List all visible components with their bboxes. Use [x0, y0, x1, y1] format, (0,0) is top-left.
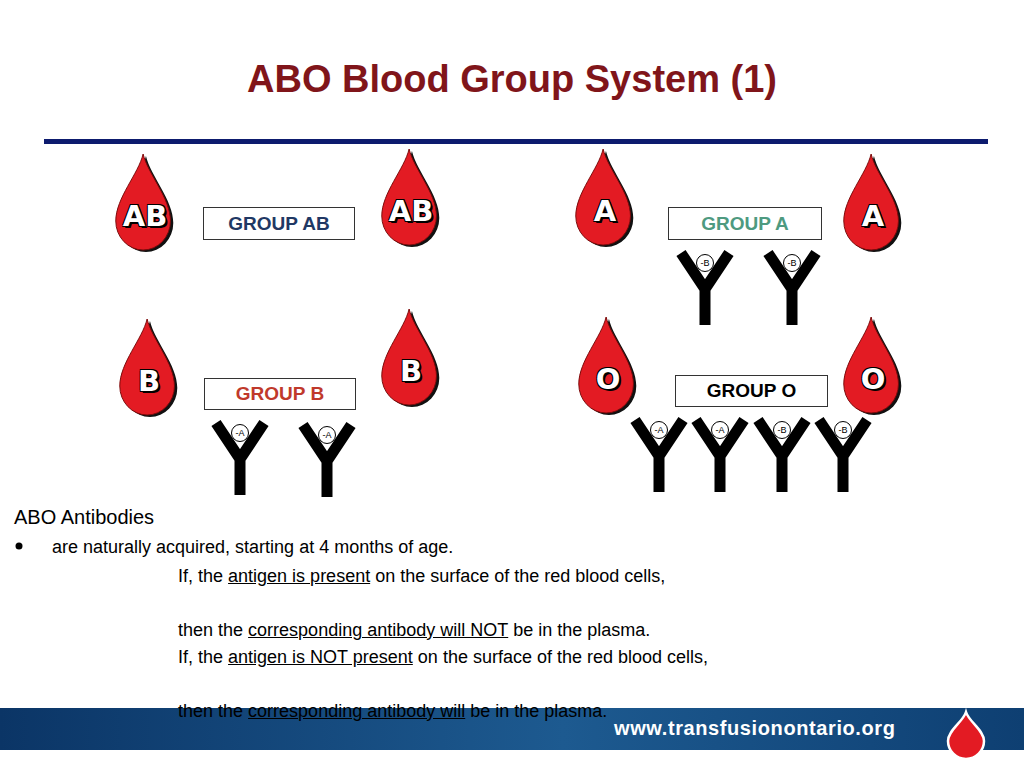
node-text: B [116, 364, 182, 398]
antibody-y [696, 420, 744, 492]
group-box: GROUP B [204, 378, 356, 410]
text-line: If, theantigen is NOT presenton the surf… [178, 647, 713, 668]
node-text: GROUP B [236, 383, 324, 405]
antibody-circle: -B [696, 254, 714, 272]
note-text: ABO Antibodies [14, 506, 154, 528]
antibody-circle: -A [318, 426, 336, 444]
node-text: -B [788, 258, 797, 268]
note-text: are naturally acquired, starting at 4 mo… [52, 537, 453, 557]
node-text: B [378, 354, 444, 388]
antibody-symbols [216, 253, 867, 497]
text-line: ABO Antibodies [14, 506, 160, 529]
node-text: www.transfusionontario.org [614, 717, 896, 740]
node-text: GROUP A [701, 213, 789, 235]
node-text: A [840, 199, 906, 233]
text-line: If, theantigen is presenton the surface … [178, 566, 670, 587]
antibody-circle: -A [650, 421, 668, 439]
antibody-y [216, 423, 264, 495]
node-text: -A [716, 425, 725, 435]
node-text: -A [655, 425, 664, 435]
node-text: -B [778, 425, 787, 435]
node-text: O [840, 362, 906, 396]
node-text: GROUP O [707, 380, 796, 402]
antibody-y [681, 253, 729, 325]
antibody-y [758, 420, 806, 492]
text-line: are naturally acquired, starting at 4 mo… [52, 537, 458, 558]
text-line: then thecorresponding antibody will NOTb… [178, 620, 655, 641]
note-text: on the surface of the red blood cells, [418, 647, 708, 667]
blood-drop: B [378, 307, 444, 409]
note-text: then the [178, 620, 243, 640]
blood-drop: A [840, 152, 906, 254]
blood-drop: O [840, 315, 906, 417]
antibody-y [819, 420, 867, 492]
node-text: O [575, 362, 641, 396]
antibody-y [635, 420, 683, 492]
bullet-dot [16, 543, 23, 550]
node-text: -A [236, 428, 245, 438]
title-rule [44, 139, 988, 144]
antibody-circle: -A [711, 421, 729, 439]
note-text: be in the plasma. [470, 701, 607, 721]
group-box: GROUP A [668, 207, 822, 240]
note-text: be in the plasma. [513, 620, 650, 640]
note-text: antigen is NOT present [228, 647, 413, 667]
blood-drop: B [116, 317, 182, 419]
antibody-y [303, 425, 351, 497]
blood-drop: O [575, 315, 641, 417]
antibody-circle: -B [773, 421, 791, 439]
group-box: GROUP AB [203, 207, 355, 240]
antibody-circle: -B [783, 254, 801, 272]
note-text: corresponding antibody will NOT [248, 620, 508, 640]
antibody-circle: -A [231, 424, 249, 442]
note-text: on the surface of the red blood cells, [375, 566, 665, 586]
note-text: corresponding antibody will [248, 701, 465, 721]
node-text: AB [378, 194, 444, 228]
node-text: AB [112, 199, 178, 233]
blood-drop: AB [112, 152, 178, 254]
blood-drop: AB [378, 147, 444, 249]
diagram-title: ABO Blood Group System (1) [0, 58, 1024, 101]
node-text: -B [839, 425, 848, 435]
node-text: -B [701, 258, 710, 268]
blood-drop: A [572, 147, 638, 249]
text-line: then thecorresponding antibody willbe in… [178, 701, 612, 722]
antibody-y [768, 253, 816, 325]
node-text: A [572, 194, 638, 228]
note-text: If, the [178, 566, 223, 586]
group-box: GROUP O [675, 375, 828, 407]
antibody-circle: -B [834, 421, 852, 439]
node-text: GROUP AB [228, 213, 329, 235]
note-text: If, the [178, 647, 223, 667]
node-text: -A [323, 430, 332, 440]
note-text: antigen is present [228, 566, 370, 586]
note-text: then the [178, 701, 243, 721]
